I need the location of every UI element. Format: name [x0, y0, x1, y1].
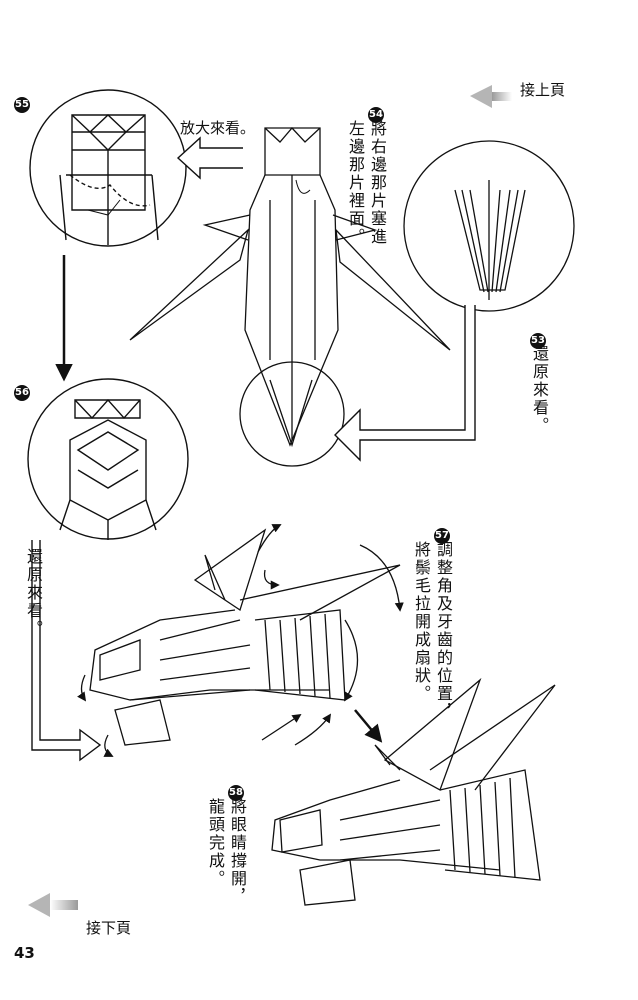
- step-54-line1: 將右邊那片塞進: [368, 120, 387, 246]
- step-58-number: 58: [228, 780, 244, 804]
- step-58-badge: 58: [228, 785, 244, 801]
- step-56-number: 56: [14, 380, 30, 404]
- step-55-badge: 55: [14, 97, 30, 113]
- step-53-number: 53: [530, 328, 546, 352]
- restore-arrow-2: [31, 540, 102, 762]
- step-54-badge: 54: [368, 107, 384, 123]
- page-number: 43: [14, 944, 35, 962]
- step-57-line1: 調整角及牙齒的位置，: [434, 541, 453, 721]
- step-53-text: 還原來看。: [530, 345, 549, 435]
- zoom-label: 放大來看。: [180, 119, 256, 137]
- step-56-restore-text: 還原來看。: [24, 548, 43, 638]
- zoom-arrow: [176, 136, 243, 180]
- step-54-number: 54: [368, 102, 384, 126]
- step-56-badge: 56: [14, 385, 30, 401]
- step-58-line1: 將眼睛撐開，: [228, 798, 247, 906]
- restore-arrow: [334, 305, 476, 462]
- step-53-badge: 53: [530, 333, 546, 349]
- prev-page-arrow-icon[interactable]: [470, 85, 512, 108]
- next-page-arrow-icon[interactable]: [28, 893, 78, 917]
- step-58-dragon: [271, 677, 556, 906]
- step-55-number: 55: [14, 92, 30, 116]
- step-arrow-diagonal: [354, 709, 383, 743]
- step-57-number: 57: [434, 523, 450, 547]
- step-56-detail: [27, 378, 189, 540]
- step-55-detail: [29, 89, 187, 247]
- prev-page-label[interactable]: 接上頁: [520, 81, 566, 99]
- step-57-dragon: [89, 528, 401, 746]
- next-page-label[interactable]: 接下頁: [86, 919, 132, 937]
- step-54-model: [129, 127, 451, 467]
- step-58-line2: 龍頭完成。: [206, 798, 225, 888]
- step-57-line2: 將鬃毛拉開成扇狀。: [412, 541, 431, 703]
- step-53-detail: [403, 140, 575, 312]
- step-54-line2: 左邊那片裡面。: [346, 120, 365, 246]
- adjust-arrows: [77, 524, 404, 757]
- step-57-badge: 57: [434, 528, 450, 544]
